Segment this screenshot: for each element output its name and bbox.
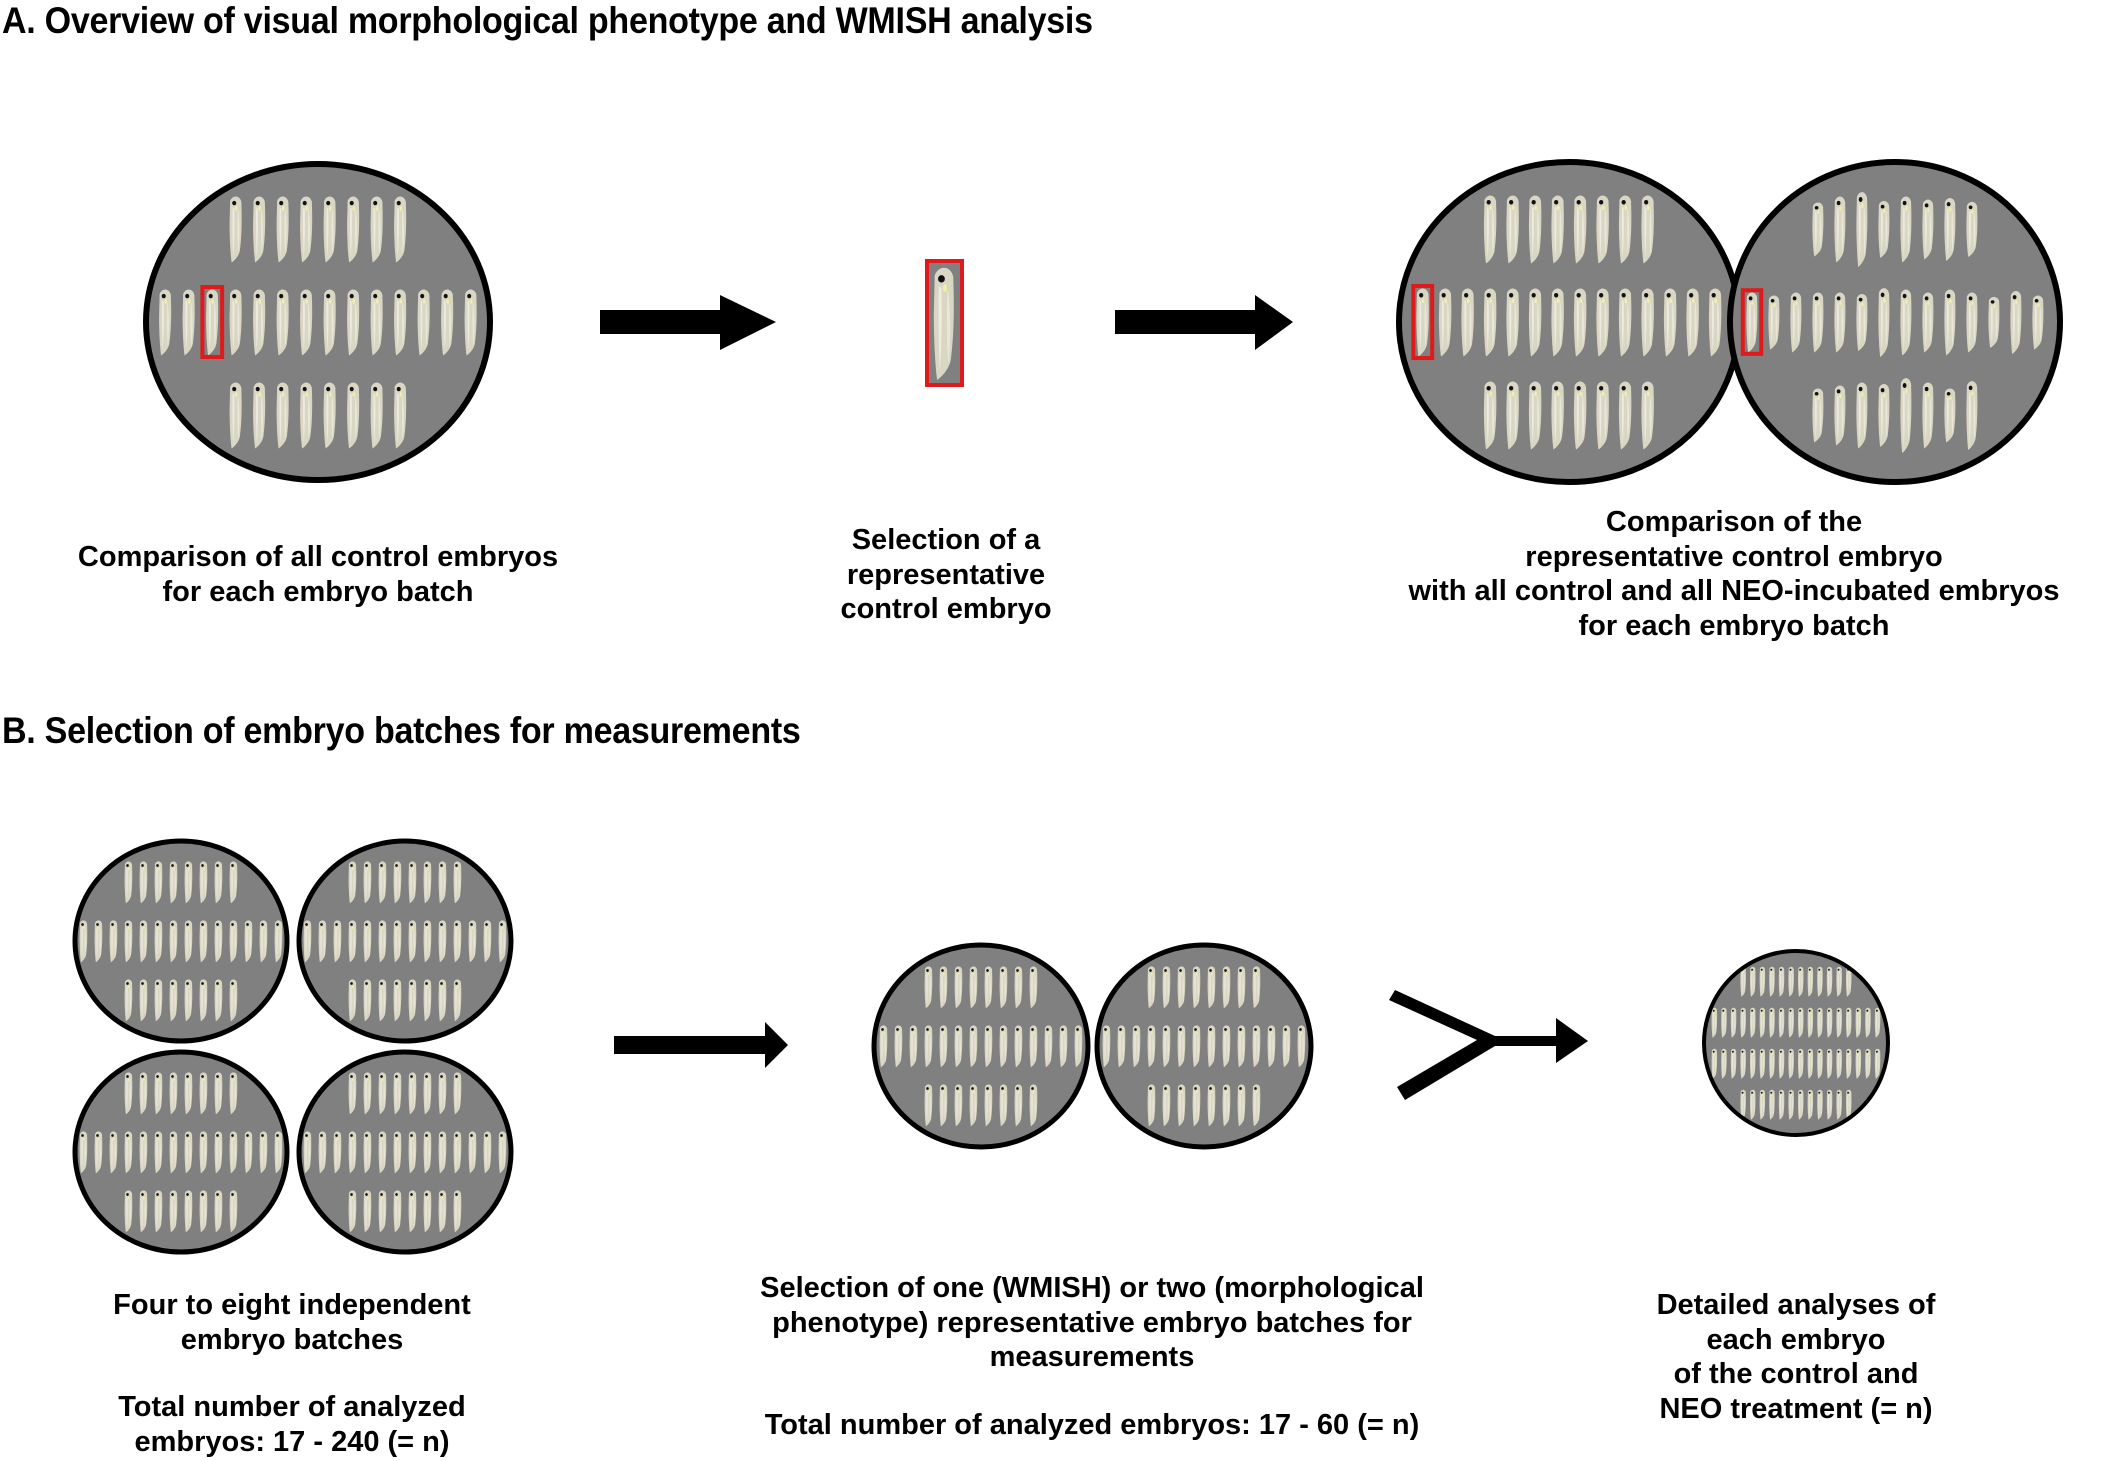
petri-dish — [1730, 162, 2060, 482]
petri-dish — [1704, 951, 1888, 1135]
total-line: Total number of analyzed embryos: 17 - 6… — [764, 1409, 1420, 1441]
panel-a-step3-neo-dish — [1727, 159, 2063, 485]
embryo-batch-dish — [296, 838, 514, 1044]
caption-line: measurements — [989, 1341, 1195, 1373]
panel-a-step1-caption: Comparison of all control embryos for ea… — [78, 540, 558, 609]
caption-line: control embryo — [840, 593, 1052, 625]
panel-b-selected-batches — [871, 942, 1314, 1150]
panel-b — [72, 838, 1890, 1255]
arrow-right-icon — [600, 295, 776, 350]
selected-batch-dish — [1094, 942, 1314, 1150]
caption-line: Comparison of the — [1605, 506, 1863, 538]
caption-line: of the control and — [1673, 1358, 1919, 1390]
dish-rim — [72, 1049, 290, 1255]
panel-b-arrow-1 — [614, 1022, 788, 1068]
panel-b-step1-total: Total number of analyzed embryos: 17 - 2… — [118, 1390, 466, 1459]
caption-line: Comparison of all control embryos — [77, 541, 559, 573]
panel-a-step3-control-dish — [1396, 159, 1742, 485]
panel-a-step2-caption: Selection of a representative control em… — [840, 523, 1051, 627]
caption-line: Selection of a — [851, 524, 1041, 556]
caption-line: representative control embryo — [1525, 540, 1943, 573]
dish-rim — [296, 1049, 514, 1255]
dish-rim — [871, 942, 1091, 1150]
caption-line: representative — [846, 558, 1046, 591]
embryo-batch-dish — [72, 838, 290, 1044]
arrow-right-icon — [1115, 295, 1293, 350]
panel-b-analysis-dish — [1702, 949, 1890, 1137]
embryo-batch-dish — [296, 1049, 514, 1255]
dish-rim — [72, 838, 290, 1044]
panel-a-step1-dish — [143, 161, 493, 483]
caption-line: for each embryo batch — [162, 575, 474, 608]
panel-a — [143, 159, 2063, 485]
selection-box — [200, 285, 225, 359]
caption-line: for each embryo batch — [1578, 609, 1890, 642]
dish-rim — [143, 161, 493, 483]
caption-line: Selection of one (WMISH) or two (morphol… — [760, 1272, 1424, 1304]
panel-b-step2-total: Total number of analyzed embryos: 17 - 6… — [765, 1408, 1420, 1443]
dish-rim — [296, 838, 514, 1044]
panel-b-step3-caption: Detailed analyses of each embryo of the … — [1657, 1288, 1936, 1426]
panel-b-heading: B. Selection of embryo batches for measu… — [2, 710, 801, 751]
dish-rim — [1094, 942, 1314, 1150]
selection-box — [1411, 283, 1435, 361]
selected-batch-dish — [871, 942, 1091, 1150]
caption-line: embryo batches — [180, 1323, 404, 1356]
panel-b-step1-caption: Four to eight independent embryo batches — [113, 1288, 471, 1357]
caption-line: Detailed analyses of — [1656, 1289, 1936, 1321]
caption-line: phenotype) representative embryo batches… — [772, 1306, 1412, 1339]
panel-a-heading: A. Overview of visual morphological phen… — [2, 0, 1093, 41]
caption-line: each embryo — [1706, 1323, 1886, 1356]
caption-line: with all control and all NEO-incubated e… — [1408, 575, 2060, 607]
total-line: Total number of analyzed — [118, 1391, 466, 1423]
merge-arrow-icon — [1389, 990, 1588, 1100]
caption-line: Four to eight independent — [113, 1289, 471, 1321]
panel-a-step3-caption: Comparison of the representative control… — [1409, 505, 2060, 643]
panel-a-arrow-1 — [600, 295, 776, 350]
panel-b-step2-caption: Selection of one (WMISH) or two (morphol… — [760, 1271, 1424, 1375]
arrow-right-icon — [614, 1022, 788, 1068]
embryo-batch-dish — [72, 1049, 290, 1255]
panel-b-batches — [72, 838, 514, 1255]
panel-a-arrow-2 — [1115, 295, 1293, 350]
dish-rim — [1702, 949, 1890, 1137]
dish-rim — [1727, 159, 2063, 485]
total-line: embryos: 17 - 240 (= n) — [134, 1425, 450, 1458]
representative-embryo — [925, 259, 964, 387]
selection-box — [1740, 288, 1764, 356]
panel-b-merge-arrow — [1389, 990, 1588, 1100]
petri-dish — [1399, 162, 1739, 482]
caption-line: NEO treatment (= n) — [1659, 1392, 1933, 1425]
